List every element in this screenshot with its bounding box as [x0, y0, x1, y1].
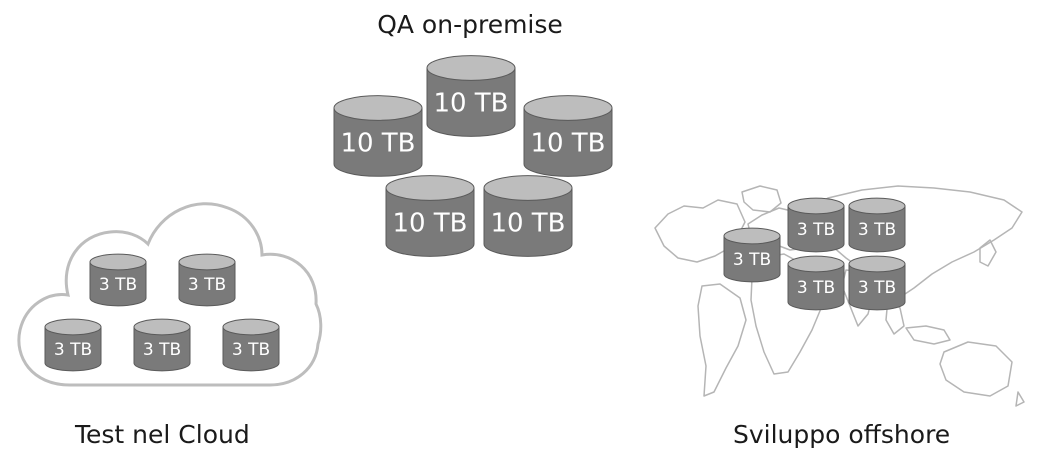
test-cloud-title: Test nel Cloud — [74, 420, 250, 449]
disk-top — [523, 95, 613, 121]
disk-top — [385, 175, 475, 201]
disk-capacity-label: 3 TB — [858, 220, 896, 240]
disk-cloud-5: 3 TB — [222, 318, 280, 372]
disk-qa-4: 10 TB — [385, 175, 475, 257]
disk-cloud-1: 3 TB — [89, 253, 147, 307]
disk-offshore-5: 3 TB — [848, 255, 906, 311]
qa-on-premise-title: QA on-premise — [377, 10, 563, 39]
disk-cloud-3: 3 TB — [44, 318, 102, 372]
disk-body — [385, 187, 475, 257]
disk-body — [178, 261, 236, 307]
disk-top — [848, 255, 906, 273]
disk-top — [333, 95, 423, 121]
disk-top — [44, 318, 102, 336]
disk-body — [848, 205, 906, 253]
disk-top — [787, 255, 845, 273]
disk-body — [426, 67, 516, 137]
disk-body — [787, 263, 845, 311]
disk-capacity-label: 10 TB — [392, 209, 467, 239]
disk-capacity-label: 10 TB — [433, 89, 508, 119]
disk-body — [723, 235, 781, 283]
disk-capacity-label: 10 TB — [340, 129, 415, 159]
disk-qa-2: 10 TB — [333, 95, 423, 177]
disk-top — [426, 55, 516, 81]
disk-capacity-label: 3 TB — [54, 340, 92, 360]
disk-capacity-label: 3 TB — [797, 220, 835, 240]
offshore-dev-title: Sviluppo offshore — [733, 420, 950, 449]
disk-capacity-label: 3 TB — [858, 278, 896, 298]
disk-capacity-label: 3 TB — [733, 250, 771, 270]
disk-capacity-label: 3 TB — [188, 275, 226, 295]
cloud-icon — [17, 202, 323, 387]
disk-qa-1: 10 TB — [426, 55, 516, 137]
disk-body — [89, 261, 147, 307]
disk-offshore-3: 3 TB — [723, 227, 781, 283]
disk-cloud-2: 3 TB — [178, 253, 236, 307]
disk-body — [523, 107, 613, 177]
disk-offshore-2: 3 TB — [848, 197, 906, 253]
disk-body — [44, 326, 102, 372]
disk-body — [333, 107, 423, 177]
disk-top — [723, 227, 781, 245]
disk-qa-5: 10 TB — [483, 175, 573, 257]
disk-body — [787, 205, 845, 253]
disk-top — [848, 197, 906, 215]
disk-body — [483, 187, 573, 257]
disk-top — [89, 253, 147, 271]
disk-top — [483, 175, 573, 201]
disk-top — [133, 318, 191, 336]
disk-top — [178, 253, 236, 271]
disk-top — [222, 318, 280, 336]
disk-body — [133, 326, 191, 372]
disk-capacity-label: 3 TB — [797, 278, 835, 298]
disk-capacity-label: 10 TB — [530, 129, 605, 159]
disk-offshore-4: 3 TB — [787, 255, 845, 311]
disk-capacity-label: 3 TB — [143, 340, 181, 360]
disk-cloud-4: 3 TB — [133, 318, 191, 372]
disk-capacity-label: 3 TB — [99, 275, 137, 295]
disk-capacity-label: 3 TB — [232, 340, 270, 360]
disk-offshore-1: 3 TB — [787, 197, 845, 253]
disk-body — [848, 263, 906, 311]
disk-capacity-label: 10 TB — [490, 209, 565, 239]
disk-top — [787, 197, 845, 215]
disk-qa-3: 10 TB — [523, 95, 613, 177]
disk-body — [222, 326, 280, 372]
